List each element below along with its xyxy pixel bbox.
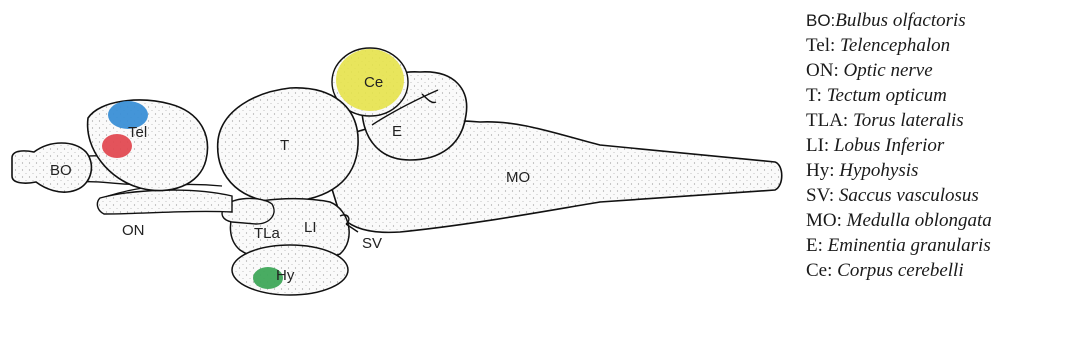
legend-item-sv: SV: Saccus vasculosus — [806, 183, 1076, 208]
label-li: LI — [304, 219, 317, 236]
legend-item-t: T: Tectum opticum — [806, 83, 1076, 108]
legend-item-hy: Hy: Hypohysis — [806, 158, 1076, 183]
label-tel: Tel — [128, 124, 147, 141]
legend-item-li: LI: Lobus Inferior — [806, 133, 1076, 158]
label-bo: BO — [50, 162, 72, 179]
label-mo: MO — [506, 169, 530, 186]
brain-diagram: BO Tel ON T Ce E MO TLa LI SV Hy — [0, 0, 790, 361]
legend-item-ce: Ce: Corpus cerebelli — [806, 258, 1076, 283]
label-tla: TLa — [254, 225, 281, 242]
label-e: E — [392, 123, 402, 140]
legend: BO:Bulbus olfactoris Tel: Telencephalon … — [806, 8, 1076, 283]
legend-item-tel: Tel: Telencephalon — [806, 33, 1076, 58]
legend-item-bo: BO:Bulbus olfactoris — [806, 8, 1076, 33]
legend-item-on: ON: Optic nerve — [806, 58, 1076, 83]
label-on: ON — [122, 222, 145, 239]
label-hy: Hy — [276, 267, 295, 284]
brain-diagram-svg: BO Tel ON T Ce E MO TLa LI SV Hy — [0, 0, 790, 361]
legend-item-mo: MO: Medulla oblongata — [806, 208, 1076, 233]
label-t: T — [280, 137, 289, 154]
legend-item-tla: TLA: Torus lateralis — [806, 108, 1076, 133]
label-ce: Ce — [364, 74, 383, 91]
legend-item-e: E: Eminentia granularis — [806, 233, 1076, 258]
label-sv: SV — [362, 235, 382, 252]
